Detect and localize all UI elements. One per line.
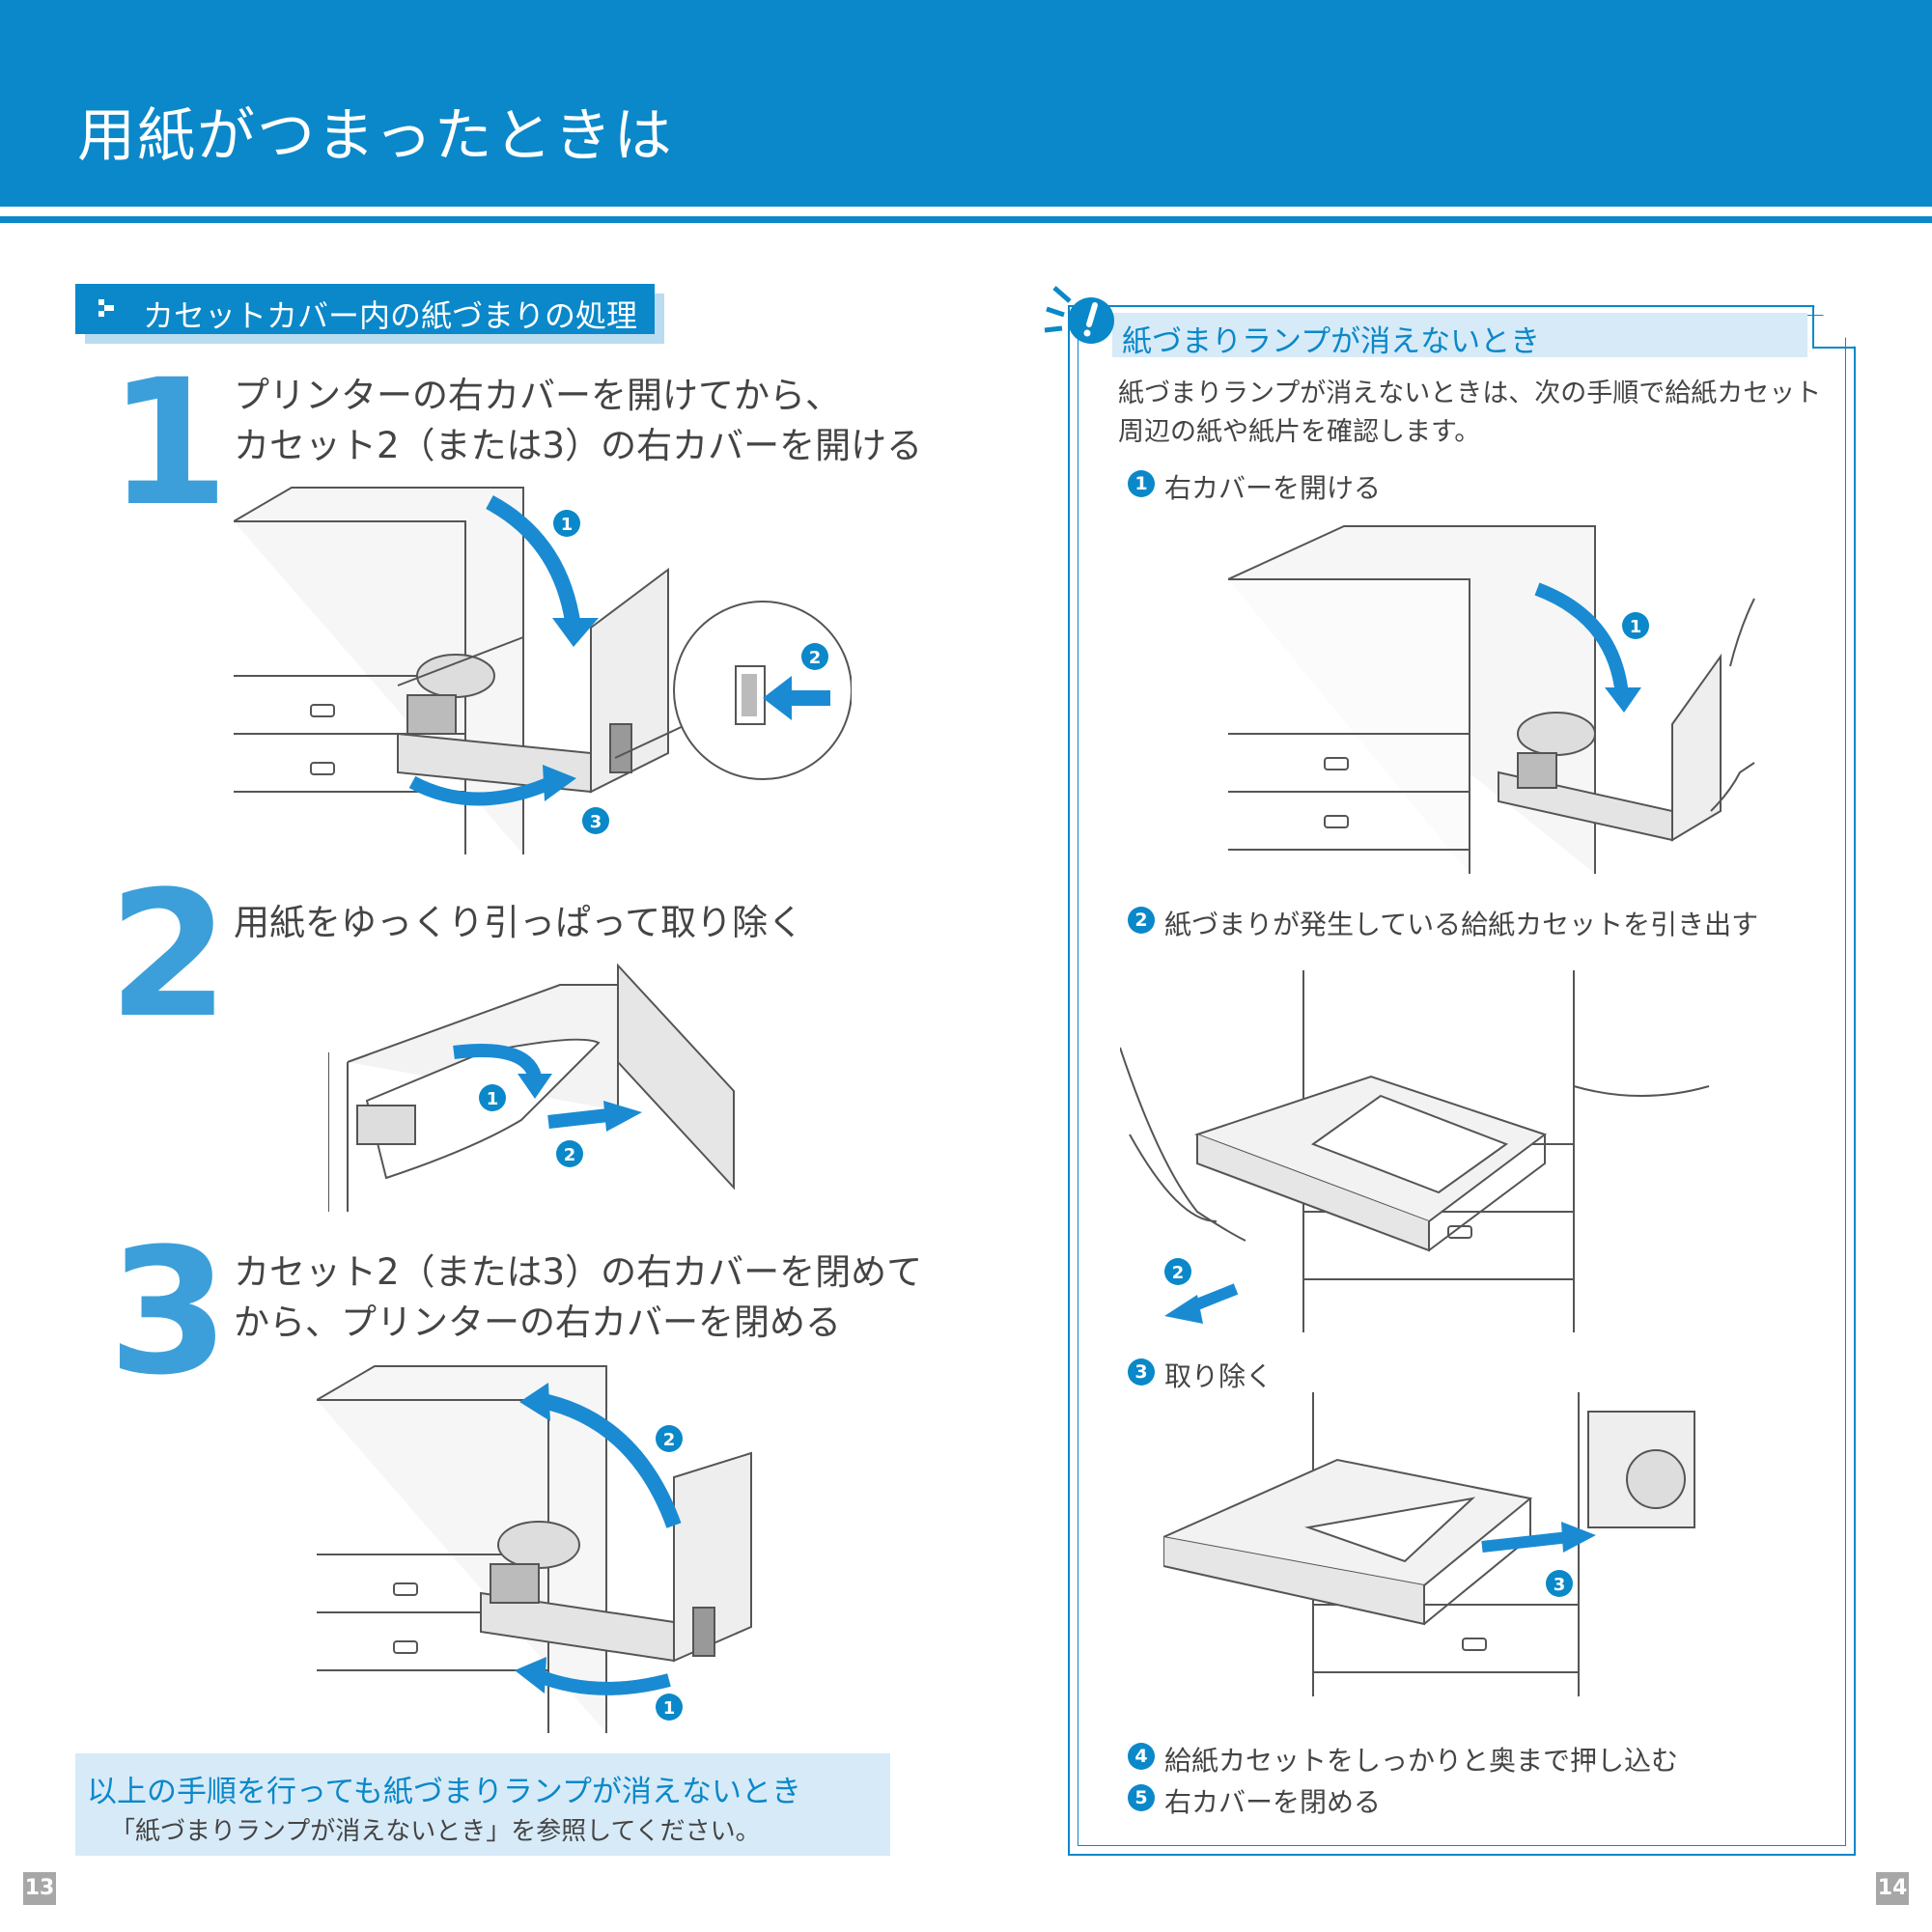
page-number-right: 14	[1876, 1872, 1909, 1905]
callout-3: 3	[1554, 1575, 1566, 1595]
substep-label: 取り除く	[1164, 1360, 1274, 1392]
step-2-line1: 用紙をゆっくり引っぱって取り除く	[234, 902, 804, 943]
header-rule	[0, 216, 1932, 223]
note-body: 「紙づまりランプが消えないとき」を参照してください。	[110, 1817, 761, 1846]
panel-step-2-illustration: 2	[1120, 970, 1710, 1332]
panel-title: 紙づまりランプが消えないとき	[1122, 324, 1541, 359]
substep-1: 1 右カバーを開ける	[1128, 467, 1381, 504]
substep-label: 紙づまりが発生している給紙カセットを引き出す	[1164, 909, 1759, 940]
arrow-icon	[543, 765, 576, 801]
page-number-left: 13	[23, 1872, 56, 1905]
arrow-icon	[1561, 1522, 1596, 1553]
step-1-number: 1	[108, 343, 230, 545]
substep-badge: 1	[1128, 470, 1155, 497]
substep-badge: 4	[1128, 1743, 1155, 1770]
arrow-icon	[486, 494, 581, 630]
step-3-number: 3	[108, 1212, 230, 1414]
substep-label: 右カバーを開ける	[1164, 472, 1382, 504]
section-title: カセットカバー内の紙づまりの処理	[143, 297, 638, 334]
substep-label: 給紙カセットをしっかりと奥まで押し込む	[1164, 1745, 1679, 1777]
callout-1: 1	[561, 515, 574, 535]
folded-corner-icon	[1812, 305, 1856, 349]
callout-1: 1	[487, 1089, 499, 1109]
substep-badge: 3	[1128, 1358, 1155, 1386]
callout-2: 2	[809, 648, 822, 668]
page-title: 用紙がつまったときは	[77, 102, 674, 170]
substep-badge: 2	[1128, 907, 1155, 934]
arrow-icon	[518, 1074, 552, 1099]
arrow-icon	[1534, 582, 1629, 696]
panel-header: 紙づまりランプが消えないとき	[1112, 313, 1807, 359]
step-1-text: プリンターの右カバーを開けてから、 カセット2（または3）の右カバーを開ける	[234, 371, 922, 471]
panel-intro-line2: 周辺の紙や紙片を確認します。	[1118, 417, 1481, 447]
step-2-text: 用紙をゆっくり引っぱって取り除く	[234, 898, 803, 948]
callout-3: 3	[590, 812, 602, 832]
substep-5: 5 右カバーを閉める	[1128, 1781, 1381, 1818]
panel-intro: 紙づまりランプが消えないときは、次の手順で給紙カセット 周辺の紙や紙片を確認しま…	[1118, 375, 1821, 452]
arrow-icon	[537, 1392, 682, 1528]
callout-2: 2	[663, 1430, 676, 1450]
substep-label: 右カバーを閉める	[1164, 1786, 1382, 1818]
callout-1: 1	[663, 1698, 676, 1719]
arrow-icon	[534, 1668, 671, 1695]
step-1-illustration: 1 3 2	[234, 487, 852, 854]
step-1-line1: プリンターの右カバーを開けてから、	[234, 375, 841, 416]
substep-badge: 5	[1128, 1784, 1155, 1811]
arrow-icon	[408, 775, 555, 806]
note-title: 以上の手順を行っても紙づまりランプが消えないとき	[87, 1775, 801, 1809]
arrow-icon	[603, 1101, 642, 1132]
arrow-icon	[1481, 1531, 1570, 1553]
callout-2: 2	[564, 1145, 576, 1165]
arrow-icon	[1605, 687, 1641, 713]
arrow-icon	[1164, 1295, 1203, 1324]
note-box: 以上の手順を行っても紙づまりランプが消えないとき 「紙づまりランプが消えないとき…	[75, 1753, 890, 1856]
section-heading: カセットカバー内の紙づまりの処理	[75, 284, 655, 334]
step-1-line2: カセット2（または3）の右カバーを開ける	[234, 425, 923, 466]
step-3-line2: から、プリンターの右カバーを閉める	[234, 1302, 841, 1343]
attention-icon	[1044, 286, 1114, 344]
callout-1: 1	[1630, 617, 1642, 637]
step-3-line1: カセット2（または3）の右カバーを閉めて	[234, 1251, 923, 1293]
step-2-illustration: 1 2	[328, 963, 735, 1212]
substep-2: 2 紙づまりが発生している給紙カセットを引き出す	[1128, 904, 1759, 940]
step-2-number: 2	[108, 854, 230, 1056]
arrow-icon	[552, 618, 599, 647]
arrow-icon	[515, 1657, 546, 1694]
arrow-icon	[547, 1108, 609, 1129]
callout-2: 2	[1172, 1263, 1185, 1283]
substep-4: 4 給紙カセットをしっかりと奥まで押し込む	[1128, 1740, 1678, 1777]
chevron-right-icon	[98, 299, 114, 317]
header-bar: 用紙がつまったときは	[0, 0, 1932, 207]
arrow-icon	[519, 1383, 550, 1421]
step-3-text: カセット2（または3）の右カバーを閉めて から、プリンターの右カバーを閉める	[234, 1247, 922, 1348]
substep-3: 3 取り除く	[1128, 1356, 1273, 1392]
panel-intro-line1: 紙づまりランプが消えないときは、次の手順で給紙カセット	[1118, 378, 1822, 408]
panel-step-1-illustration: 1	[1228, 525, 1755, 874]
step-3-illustration: 2 1	[317, 1365, 752, 1733]
troubleshoot-panel	[1068, 305, 1856, 1856]
panel-step-3-illustration: 3	[1163, 1392, 1695, 1696]
